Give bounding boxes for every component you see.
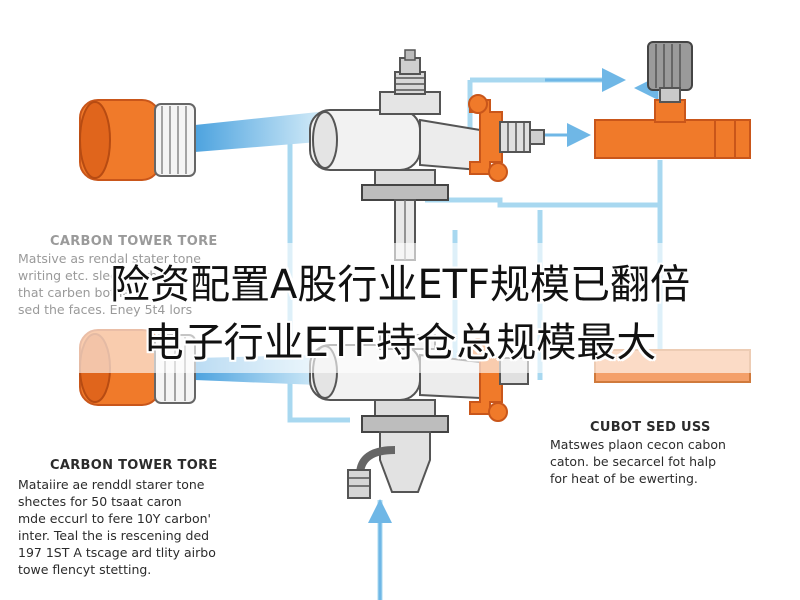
top-left-label-text: Matsive as rendal stater tone writing et… — [18, 250, 201, 318]
bottom-left-label-line: Mataiire ae renddl starer tone — [18, 477, 205, 492]
headline-line-1: 险资配置A股行业ETF规模已翻倍 — [109, 262, 691, 308]
headline-band — [0, 243, 800, 373]
top-left-label-line: Matsive as rendal stater tone — [18, 251, 201, 266]
top-left-label-title: CARBON TOWER TORE — [50, 234, 218, 249]
right-label-line: caton. be secarcel fot halp — [550, 454, 717, 469]
top-orange-coupler — [468, 94, 545, 182]
top-right-gauge — [647, 41, 693, 103]
bottom-left-label-text: Mataiire ae renddl starer tone shectes f… — [18, 476, 216, 578]
bottom-left-label-line: towe flencyt stetting. — [18, 562, 152, 577]
top-left-label-line: sed the faces. Eney 5t4 lors — [18, 302, 193, 317]
bottom-left-label-line: inter. Teal the is rescening ded — [18, 528, 210, 543]
bottom-left-label-title: CARBON TOWER TORE — [50, 458, 218, 473]
bottom-left-label-line: 197 1ST A tscage ard tlity airbo — [18, 545, 216, 560]
bottom-left-label-line: mde eccurl to fere 10Y carbon' — [18, 511, 211, 526]
mid-pipe — [425, 160, 663, 208]
top-left-label-line: writing etc. sleeb carbon — [18, 268, 173, 283]
right-label-line: for heat of be ewerting. — [550, 471, 698, 486]
right-t-pipe — [594, 99, 751, 159]
left-pipe — [287, 125, 350, 423]
top-cone-beam — [195, 112, 318, 152]
right-label-title: CUBOT SED USS — [590, 420, 711, 435]
right-label-line: Matswes plaon cecon cabon — [550, 437, 726, 452]
top-nozzle — [79, 99, 196, 181]
bottom-left-label-line: shectes for 50 tsaat caron — [18, 494, 182, 509]
top-left-label-line: that carben bot lete — [18, 285, 143, 300]
headline-line-2: 电子行业ETF持仓总规模最大 — [143, 320, 657, 366]
right-label-text: Matswes plaon cecon cabon caton. be seca… — [550, 436, 726, 487]
top-valve-body — [309, 49, 481, 201]
